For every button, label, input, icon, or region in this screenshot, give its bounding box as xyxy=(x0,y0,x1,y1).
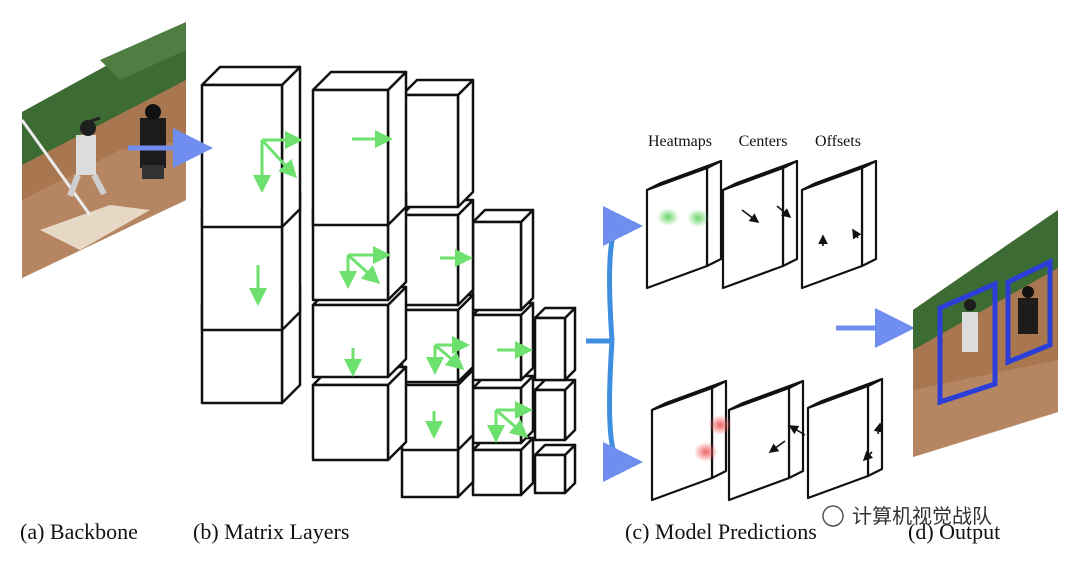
matrix-layer-c4-r2 xyxy=(471,301,535,382)
offsets-panel-top xyxy=(800,159,878,290)
matrix-layer-c2-r1 xyxy=(311,70,408,227)
matrix-layer-c3-r3 xyxy=(400,293,475,384)
watermark: 计算机视觉战队 xyxy=(822,504,992,528)
matrix-layer-c5-r2 xyxy=(533,378,577,442)
branch-arrows xyxy=(586,206,643,482)
batter-bounding-box xyxy=(937,280,998,406)
umpire-bounding-box xyxy=(1005,258,1053,366)
matrix-layer-c5-r1 xyxy=(533,306,577,382)
offsets-header: Offsets xyxy=(815,133,861,150)
prediction-panels xyxy=(645,159,884,502)
layer-arrows xyxy=(249,130,533,443)
matrix-layer-c1-r1 xyxy=(200,65,302,229)
heatmaps-header: Heatmaps xyxy=(648,133,712,150)
center-offset-arrows xyxy=(741,205,884,462)
umpire-figure xyxy=(140,104,166,179)
matrix-layer-c3-r2 xyxy=(400,198,475,307)
centers-header: Centers xyxy=(739,133,788,150)
caption-matrix-layers: (b) Matrix Layers xyxy=(193,519,349,544)
matrix-layer-c2-r4 xyxy=(311,365,408,462)
caption-backbone: (a) Backbone xyxy=(20,519,138,544)
offsets-panel-bottom xyxy=(806,377,884,500)
batter-figure xyxy=(67,116,107,198)
matrix-layer-c4-r1 xyxy=(471,208,535,312)
backbone-input-image xyxy=(20,22,186,278)
matrix-layer-c4-r4 xyxy=(471,436,535,497)
matrix-layer-c3-r1 xyxy=(400,78,475,209)
output-image xyxy=(913,210,1058,457)
heatmap-blobs xyxy=(657,208,732,462)
chat-bubble-icon xyxy=(822,505,844,527)
heatmaps-panel-top xyxy=(645,159,723,290)
heatmaps-panel-bottom xyxy=(650,379,728,502)
caption-model-predictions: (c) Model Predictions xyxy=(625,519,817,544)
centers-panel-bottom xyxy=(727,379,805,502)
watermark-text: 计算机视觉战队 xyxy=(852,504,992,528)
caption-output: (d) Output xyxy=(908,519,1000,544)
matrix-layer-c5-r3 xyxy=(533,443,577,495)
centers-panel-top xyxy=(721,159,799,290)
